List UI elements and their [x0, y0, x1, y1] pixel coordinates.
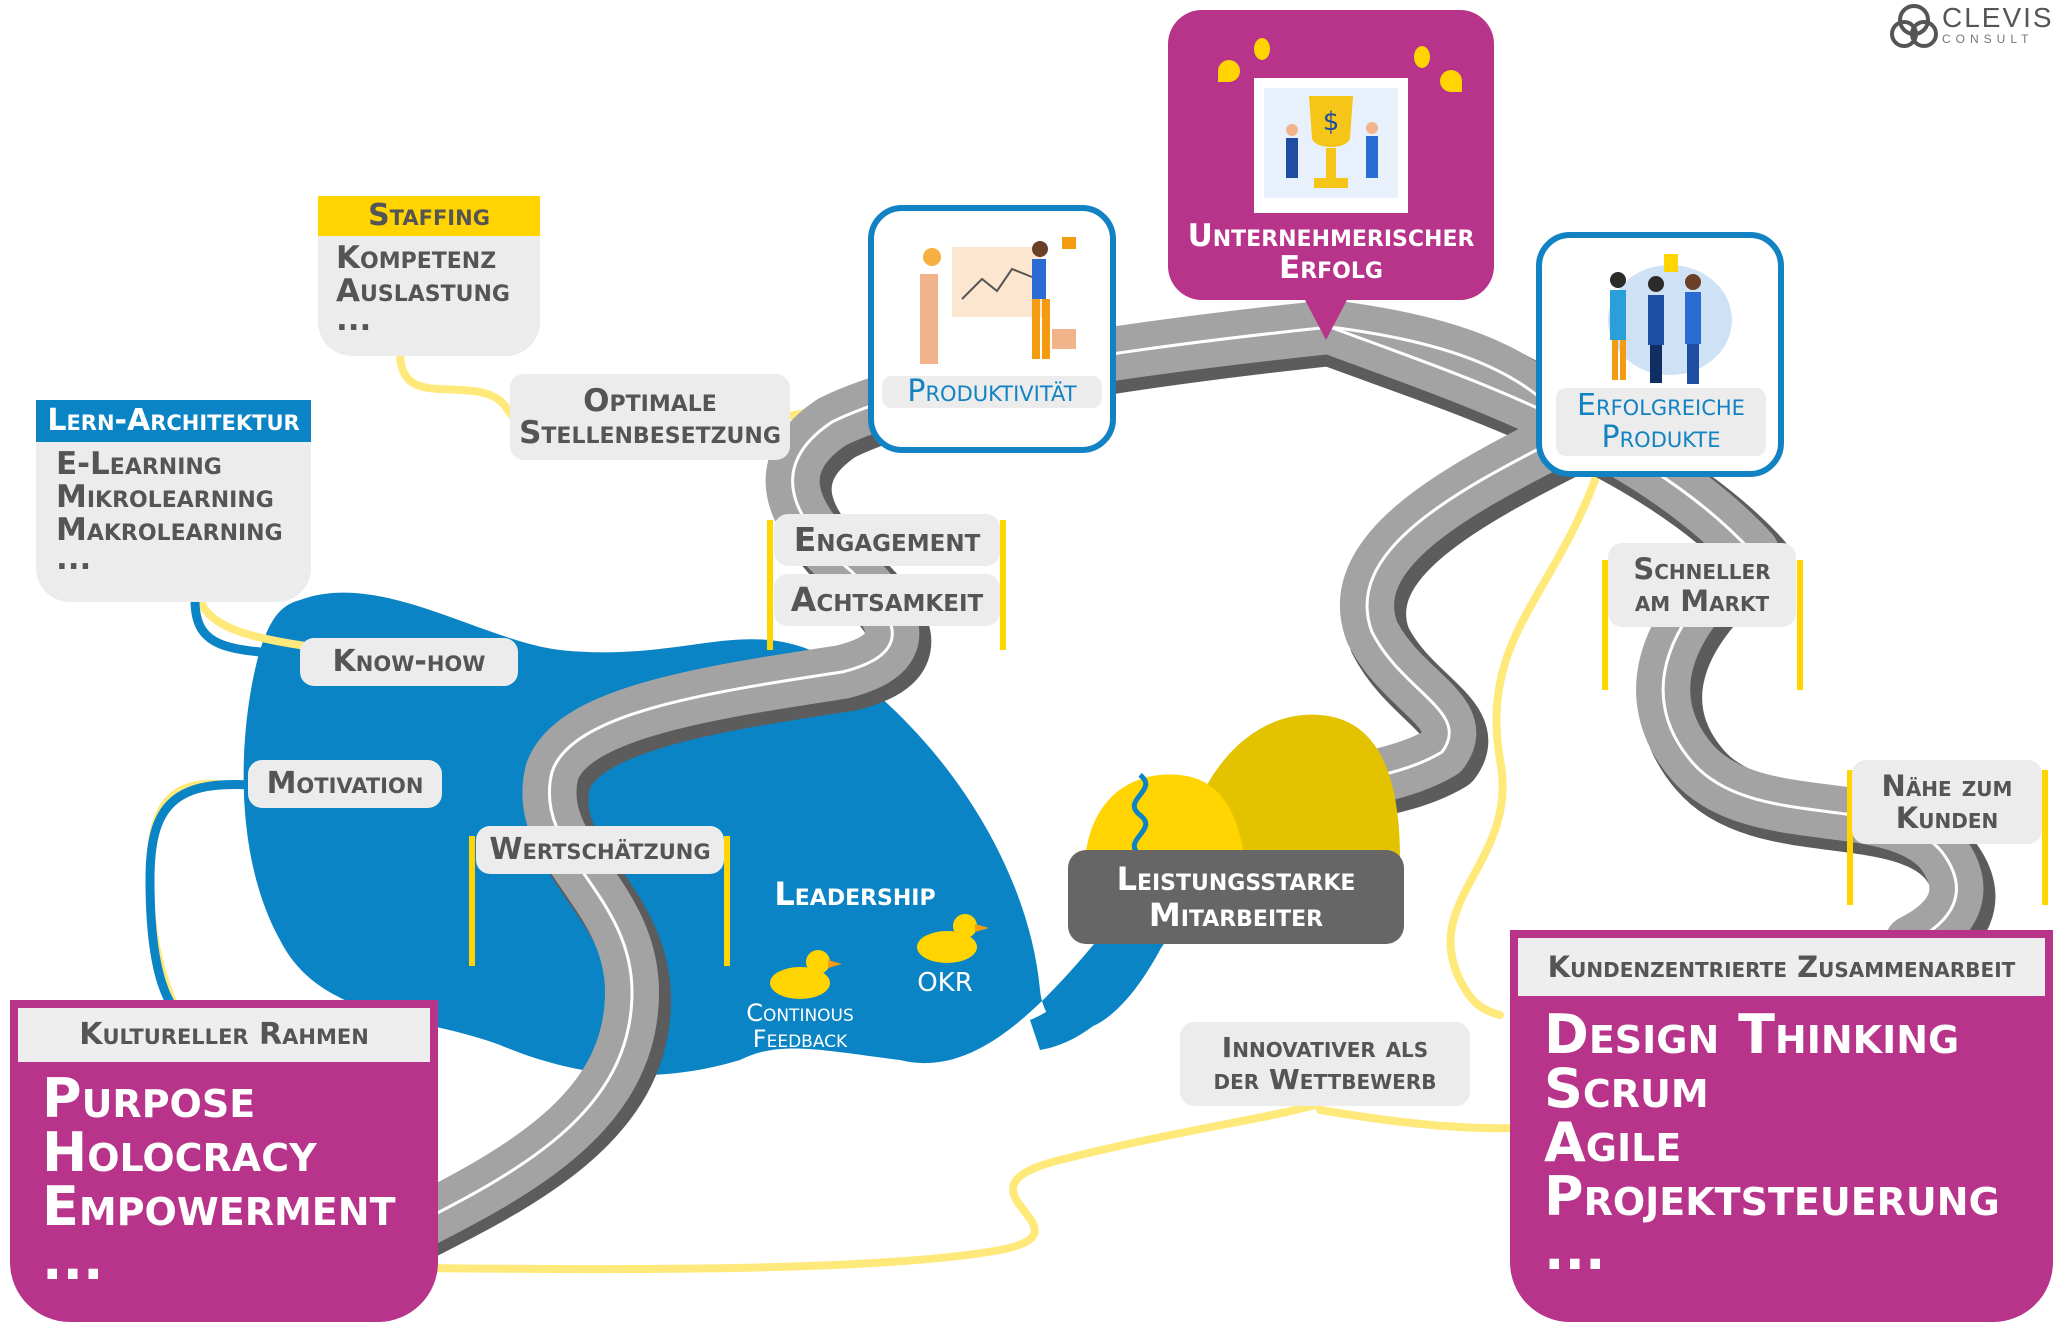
staffing-header: Staffing: [318, 196, 540, 236]
svg-text:$: $: [1323, 107, 1340, 137]
feedback-label: Continous Feedback: [720, 1000, 880, 1052]
duck-icon: [917, 914, 989, 963]
customer-collab-header: Kundenzentrierte Zusammenarbeit: [1518, 938, 2045, 996]
sparkle-icon: [1414, 46, 1430, 68]
engagement-label: Engagement: [774, 514, 1000, 566]
customer-collab-list: Design Thinking Scrum Agile Projektsteue…: [1544, 1008, 2000, 1278]
optimal-staffing-line2: Stellenbesetzung: [519, 415, 781, 451]
logo-subtext: CONSULT: [1942, 32, 2034, 46]
customer-collab-item: Agile: [1544, 1111, 1682, 1174]
mindfulness-label: Achtsamkeit: [774, 574, 1000, 626]
performers-badge: Leistungsstarke Mitarbeiter: [1068, 850, 1404, 944]
goal-pointer: [1304, 298, 1348, 340]
customer-collab-item: Projektsteuerung: [1544, 1165, 2000, 1228]
culture-item: ...: [42, 1229, 104, 1292]
presentation-illustration: [920, 237, 1076, 364]
customer-proximity-label: Nähe zum Kunden: [1852, 760, 2042, 844]
blue-connectors: [145, 595, 305, 1015]
customer-collab-item: ...: [1544, 1219, 1606, 1282]
staffing-item: ...: [336, 302, 372, 338]
learning-note: Lern-Architektur E-Learning Mikrolearnin…: [36, 400, 311, 602]
learning-item: Makrolearning: [56, 512, 283, 548]
products-label-line2: Produkte: [1601, 420, 1721, 455]
logo-text: CLEVIS: [1942, 2, 2053, 33]
products-label-line1: Erfolgreiche: [1577, 388, 1745, 423]
clevis-logo: CLEVIS CONSULT: [1890, 0, 2053, 56]
okr-label: OKR: [917, 968, 973, 998]
productivity-label: Produktivität: [882, 376, 1102, 408]
goal-card: $ Unternehmerischer Erfolg: [1168, 10, 1494, 300]
optimal-staffing-line1: Optimale: [583, 383, 717, 419]
duck-icon: [770, 950, 842, 999]
products-card: Erfolgreiche Produkte: [1536, 232, 1784, 477]
staffing-item: Kompetenz: [336, 240, 497, 276]
learning-item: ...: [56, 541, 92, 577]
culture-list: Purpose Holocracy Empowerment ...: [42, 1072, 396, 1288]
optimal-staffing-label: Optimale Stellenbesetzung: [510, 374, 790, 460]
innovative-label: Innovativer als der Wettbewerb: [1180, 1022, 1470, 1106]
staffing-body: Kompetenz Auslastung ...: [318, 236, 540, 356]
learning-item: E-Learning: [56, 446, 222, 482]
goal-title-line1: Unternehmerischer: [1187, 218, 1475, 254]
culture-item: Empowerment: [42, 1175, 396, 1238]
staffing-item: Auslastung: [336, 273, 510, 309]
customer-collab-item: Design Thinking: [1544, 1003, 1960, 1066]
performers-line1: Leistungsstarke: [1116, 860, 1356, 898]
faster-market-line1: Schneller: [1633, 552, 1771, 586]
performers-line2: Mitarbeiter: [1148, 896, 1324, 934]
learning-header: Lern-Architektur: [36, 400, 311, 442]
innovative-line2: der Wettbewerb: [1213, 1063, 1437, 1096]
culture-item: Purpose: [42, 1067, 256, 1130]
productivity-card: Produktivität: [868, 205, 1116, 453]
faster-market-line2: am Markt: [1634, 584, 1770, 618]
learning-item: Mikrolearning: [56, 479, 274, 515]
feedback-line2: Feedback: [752, 1025, 848, 1053]
customer-collab-item: Scrum: [1544, 1057, 1709, 1120]
faster-market-label: Schneller am Markt: [1608, 543, 1796, 627]
team-illustration: [1608, 254, 1732, 384]
goal-title-line2: Erfolg: [1279, 250, 1383, 286]
logo-icon: [1890, 4, 1938, 48]
customer-collab-card: Kundenzentrierte Zusammenarbeit Design T…: [1510, 930, 2053, 1322]
innovative-line1: Innovativer als: [1221, 1031, 1429, 1064]
learning-body: E-Learning Mikrolearning Makrolearning .…: [36, 442, 311, 602]
knowhow-label: Know-how: [300, 638, 518, 686]
sparkle-icon: [1440, 70, 1462, 92]
sparkle-icon: [1254, 38, 1270, 60]
hills: [1085, 714, 1400, 860]
products-label: Erfolgreiche Produkte: [1556, 388, 1766, 456]
sparkle-icon: [1218, 60, 1240, 82]
customer-proximity-line2: Kunden: [1895, 801, 1999, 835]
customer-proximity-line1: Nähe zum: [1881, 769, 2013, 803]
culture-card: Kultureller Rahmen Purpose Holocracy Emp…: [10, 1000, 438, 1322]
culture-item: Holocracy: [42, 1121, 317, 1184]
trophy-illustration: $: [1254, 78, 1408, 213]
feedback-line1: Continous: [746, 999, 854, 1027]
leadership-label: Leadership: [774, 875, 936, 913]
culture-header: Kultureller Rahmen: [18, 1008, 430, 1062]
staffing-note: Staffing Kompetenz Auslastung ...: [318, 196, 540, 356]
trophy-icon: $: [1264, 88, 1398, 198]
appreciation-label: Wertschätzung: [476, 826, 724, 874]
motivation-label: Motivation: [248, 760, 442, 808]
milestone-bars: [469, 520, 2048, 966]
